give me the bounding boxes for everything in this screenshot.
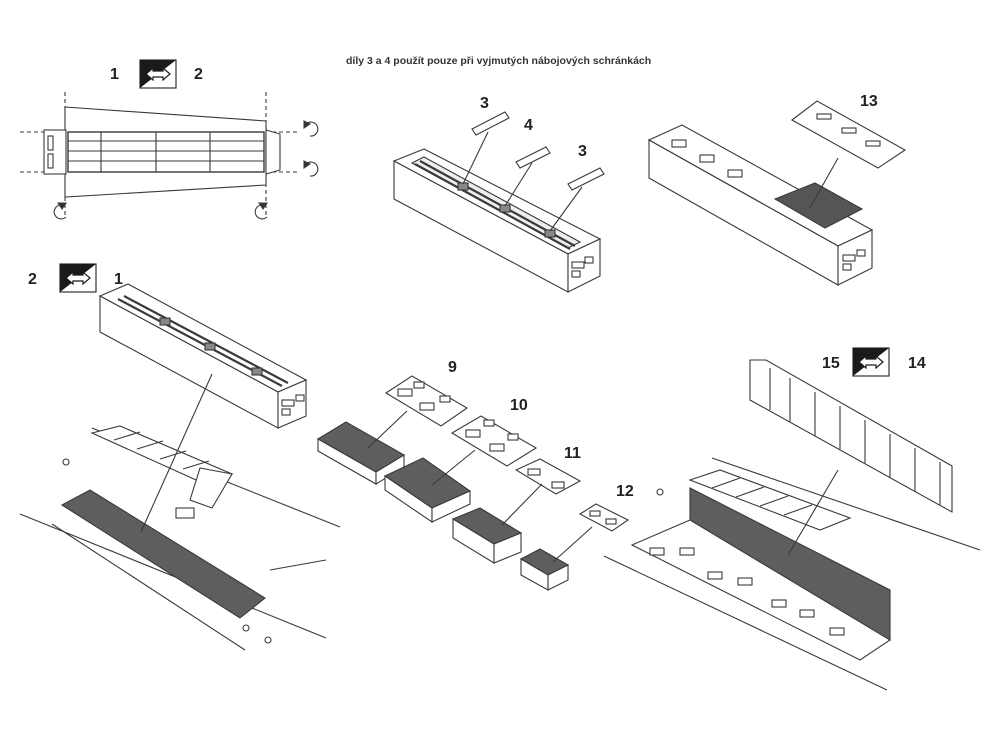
grille-panel-view — [20, 92, 319, 220]
panel-label-right: 1 — [114, 271, 123, 288]
ammo-parts-view — [316, 375, 630, 591]
part-label-12: 12 — [616, 483, 634, 500]
box-with-plate-view — [647, 100, 907, 286]
part-label-3b: 3 — [578, 143, 587, 160]
flip-arrows-icon — [59, 263, 97, 293]
panel-label-right: 2 — [194, 66, 203, 83]
side-panel-assembly-view — [603, 359, 981, 691]
panel-label-right: 14 — [908, 355, 926, 372]
flip-arrows-icon — [852, 347, 890, 377]
flip-arrows-icon — [139, 59, 177, 89]
part-label-10: 10 — [510, 397, 528, 414]
panel-label-left: 1 — [110, 66, 119, 83]
rotate-arrow-icon — [254, 202, 269, 220]
panel-label-left: 2 — [28, 271, 37, 288]
rotate-arrow-icon — [53, 202, 68, 220]
part-label-13: 13 — [860, 93, 878, 110]
rotate-arrow-icon — [303, 160, 319, 177]
ammo-box-view — [392, 111, 605, 293]
panel-label-left: 15 — [822, 355, 840, 372]
instruction-note: díly 3 a 4 použít pouze při vyjmutých ná… — [346, 55, 652, 67]
part-label-11: 11 — [564, 445, 581, 462]
part-label-3a: 3 — [480, 95, 489, 112]
part-label-9: 9 — [448, 359, 457, 376]
part-label-4: 4 — [524, 117, 533, 134]
rotate-arrow-icon — [303, 120, 319, 137]
floor-assembly-view — [19, 283, 341, 651]
